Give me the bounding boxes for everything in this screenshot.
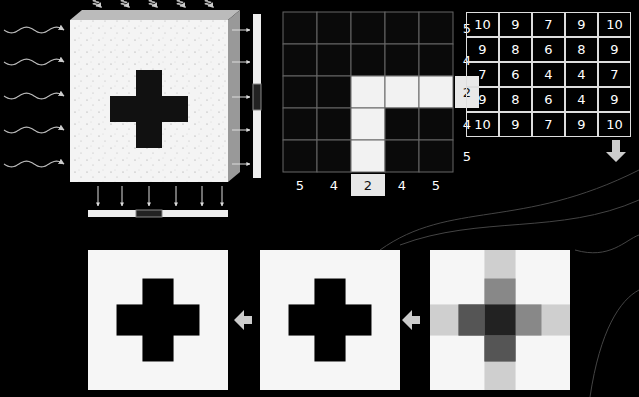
table-cell: 9 [565, 12, 598, 37]
row-sum: 4 [455, 44, 479, 76]
column-sum: 2 [351, 174, 385, 196]
table-cell: 7 [598, 62, 631, 87]
table-cell: 8 [565, 37, 598, 62]
table-cell: 6 [532, 87, 565, 112]
column-sum: 4 [385, 174, 419, 196]
table-cell: 7 [466, 62, 499, 87]
table-cell: 7 [532, 112, 565, 137]
table-cell: 10 [598, 112, 631, 137]
step-arrow [606, 140, 626, 162]
row-sum: 5 [455, 140, 479, 172]
table-cell: 9 [466, 87, 499, 112]
table-cell: 4 [532, 62, 565, 87]
projection-grid [283, 12, 453, 172]
table-cell: 10 [466, 112, 499, 137]
vertical-detector [253, 14, 261, 178]
row-sum: 2 [455, 76, 479, 108]
table-cell: 9 [598, 37, 631, 62]
table-cell: 4 [565, 62, 598, 87]
table-cell: 7 [532, 12, 565, 37]
table-cell: 9 [466, 37, 499, 62]
column-sum: 5 [419, 174, 453, 196]
projection-arrows [98, 30, 250, 206]
table-cell: 9 [499, 12, 532, 37]
table-cell: 8 [499, 87, 532, 112]
table-cell: 10 [466, 12, 499, 37]
incident-waves [4, 0, 211, 167]
step-arrow [234, 310, 252, 330]
table-cell: 9 [499, 112, 532, 137]
object-box [70, 10, 240, 182]
table-cell: 6 [532, 37, 565, 62]
column-sum: 5 [283, 174, 317, 196]
table-cell: 4 [565, 87, 598, 112]
cross [110, 70, 188, 148]
reconstruction-images [88, 250, 570, 390]
table-cell: 9 [598, 87, 631, 112]
table-cell: 6 [499, 62, 532, 87]
step-arrow [402, 310, 420, 330]
column-sum: 4 [317, 174, 351, 196]
table-cell: 9 [565, 112, 598, 137]
background-swirls [380, 170, 639, 397]
table-cell: 10 [598, 12, 631, 37]
table-cell: 8 [499, 37, 532, 62]
horizontal-detector [88, 210, 228, 217]
